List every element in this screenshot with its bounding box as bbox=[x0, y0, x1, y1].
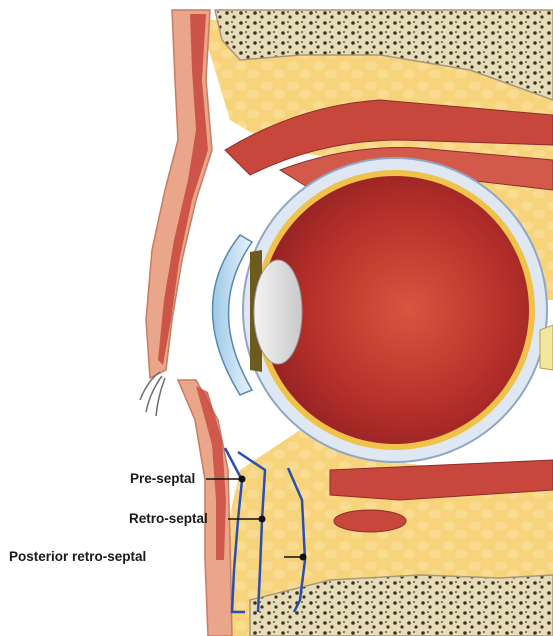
lens bbox=[254, 260, 302, 364]
inferior-oblique-muscle bbox=[334, 510, 406, 532]
label-posterior-retro-septal: Posterior retro-septal bbox=[9, 549, 146, 565]
posterior-retro-septal-dot bbox=[300, 554, 307, 561]
label-retro-septal: Retro-septal bbox=[129, 511, 208, 527]
pre-septal-dot bbox=[239, 476, 246, 483]
optic-nerve bbox=[540, 325, 553, 370]
label-pre-septal: Pre-septal bbox=[130, 471, 195, 487]
eyelashes bbox=[140, 372, 165, 416]
retro-septal-dot bbox=[259, 516, 266, 523]
